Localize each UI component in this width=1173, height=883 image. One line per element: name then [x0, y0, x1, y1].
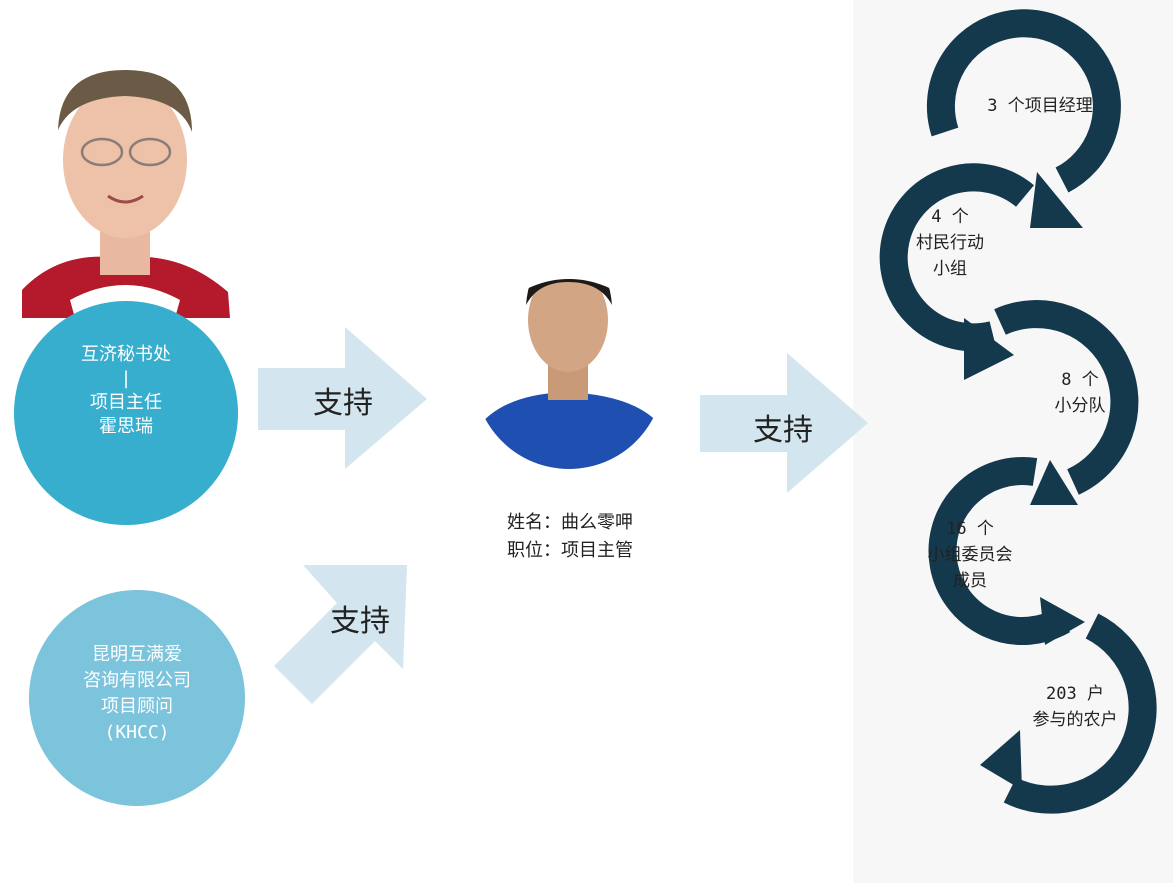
ring-4 [928, 457, 1071, 645]
ring-4-head [1040, 597, 1085, 645]
supervisor-photo [474, 279, 664, 469]
ring-3-head [1030, 460, 1078, 505]
support-arrow-3 [274, 565, 407, 704]
step-5-label: 203 户 参与的农户 [1032, 684, 1118, 730]
ring-2 [879, 163, 1034, 352]
ring-1 [926, 9, 1121, 193]
support-label-3: 支持 [330, 604, 390, 639]
director-photo [22, 70, 230, 318]
ring-3 [994, 300, 1139, 495]
step-2-label: 4 个 村民行动 小组 [916, 207, 984, 279]
supervisor-position: 职位：项目主管 [507, 540, 633, 561]
director-label: 互济秘书处 | 项目主任 霍思瑞 [81, 344, 171, 437]
support-arrow-2 [700, 353, 868, 493]
support-arrow-1 [258, 327, 427, 469]
support-label-2: 支持 [753, 413, 813, 448]
ring-2-head [964, 318, 1014, 380]
consultant-label: 昆明互满爱 咨询有限公司 项目顾问 (KHCC) [83, 644, 191, 743]
step-1-label: 3 个项目经理 [987, 96, 1093, 116]
ring-5 [1003, 613, 1157, 814]
ring-1-head [1030, 172, 1083, 228]
ring-5-head [980, 730, 1022, 790]
consultant-circle [29, 590, 245, 806]
supervisor-name: 姓名：曲么零呷 [507, 512, 633, 533]
support-label-1: 支持 [313, 386, 373, 421]
step-4-label: 16 个 小组委员会 成员 [927, 519, 1013, 591]
director-circle [14, 301, 238, 525]
step-3-label: 8 个 小分队 [1054, 370, 1106, 416]
